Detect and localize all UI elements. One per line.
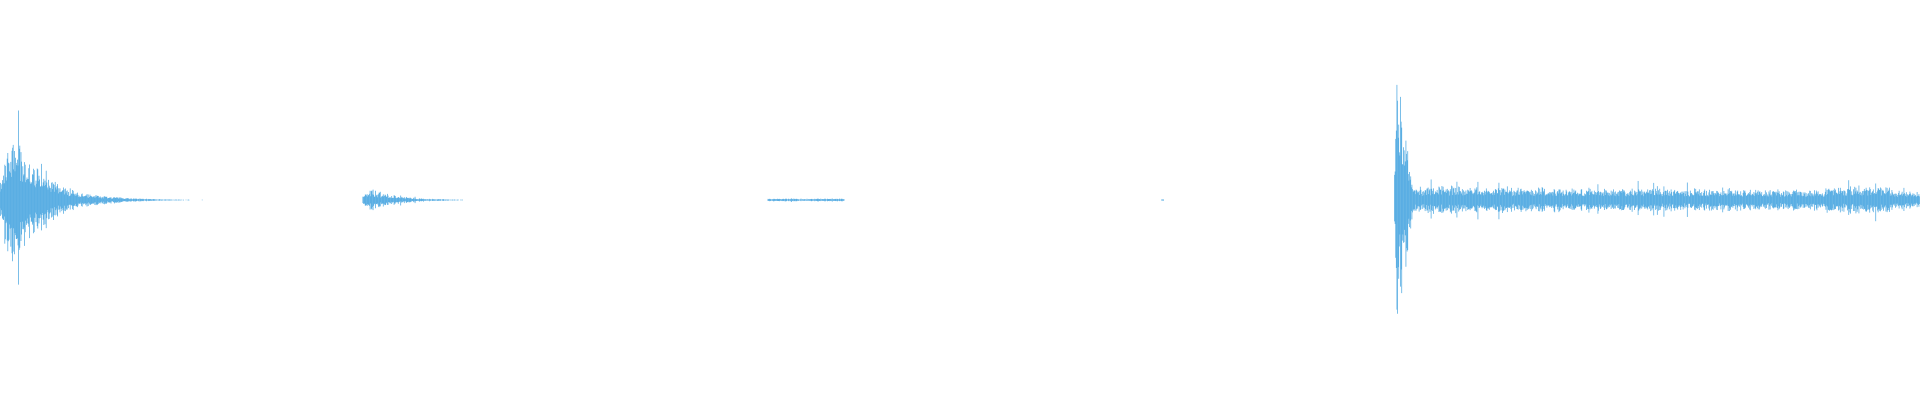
waveform-samples	[0, 84, 1920, 314]
